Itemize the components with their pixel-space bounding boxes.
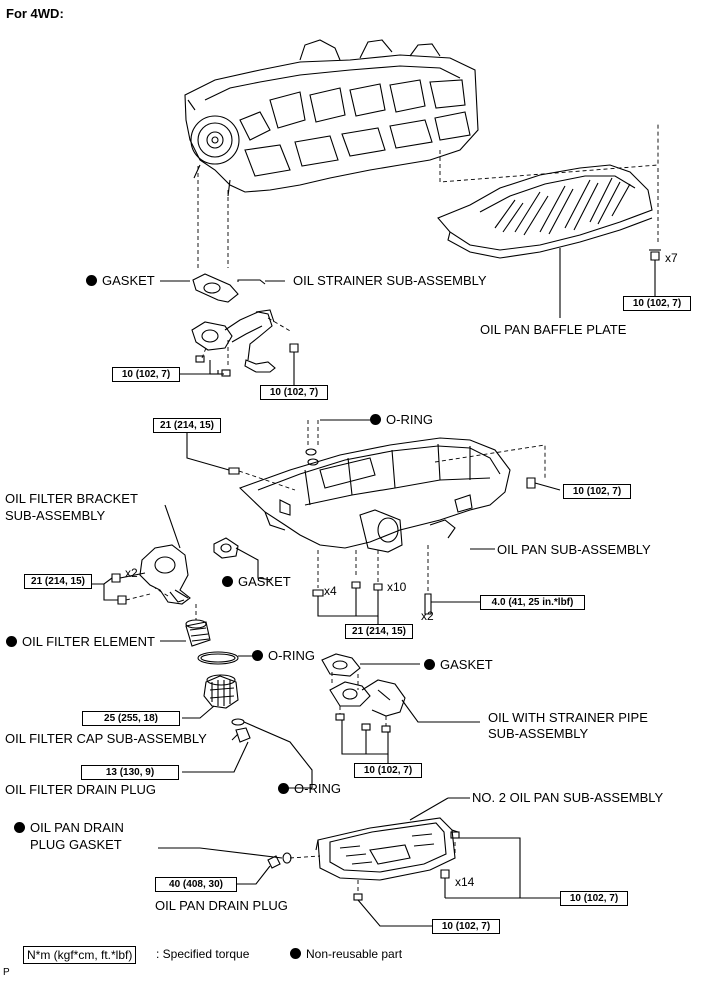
qty-x14: x14 [455, 875, 475, 889]
oil-pan-illustration [238, 437, 511, 553]
oil-filter-element-illustration [185, 619, 211, 647]
label-no2-oil-pan: NO. 2 OIL PAN SUB-ASSEMBLY [472, 790, 664, 805]
qty-x4: x4 [324, 584, 337, 598]
label-drain-plug: OIL PAN DRAIN PLUG [155, 898, 288, 913]
label-drain-gasket-1: OIL PAN DRAIN [14, 820, 124, 835]
engine-block-illustration [184, 39, 479, 197]
label-strainer-pipe-2: SUB-ASSEMBLY [488, 726, 589, 741]
non-reusable-dot-icon [370, 414, 381, 425]
non-reusable-dot-icon [86, 275, 97, 286]
label-gasket-mid-text: GASKET [238, 574, 291, 589]
torque-pan-right: 10 (102, 7) [563, 484, 631, 499]
torque-pipe: 10 (102, 7) [354, 763, 422, 778]
oil-filter-bracket-illustration [139, 544, 191, 605]
label-gasket-right: GASKET [424, 657, 493, 672]
qty-x2-stud: x2 [421, 609, 434, 623]
legend-nonreusable: Non-reusable part [290, 947, 402, 962]
torque-strainer-right: 10 (102, 7) [260, 385, 328, 400]
strainer-pipe-gasket-illustration [321, 653, 361, 677]
page-title: For 4WD: [6, 6, 64, 21]
label-o-ring-low: O-RING [278, 781, 341, 796]
torque-no2-bottom: 10 (102, 7) [432, 919, 500, 934]
torque-filter-drain: 13 (130, 9) [81, 765, 179, 780]
label-gasket-right-text: GASKET [440, 657, 493, 672]
torque-pan-topleft: 21 (214, 15) [153, 418, 221, 433]
torque-stud: 4.0 (41, 25 in.*lbf) [480, 595, 585, 610]
legend-torque-text: : Specified torque [156, 947, 250, 961]
torque-bracket: 21 (214, 15) [24, 574, 92, 589]
label-gasket-top-text: GASKET [102, 273, 155, 288]
label-o-ring-low-text: O-RING [294, 781, 341, 796]
strainer-pipe-illustration [329, 679, 406, 717]
non-reusable-dot-icon [278, 783, 289, 794]
label-filter-element: OIL FILTER ELEMENT [6, 634, 155, 649]
label-filter-element-text: OIL FILTER ELEMENT [22, 634, 155, 649]
label-drain-gasket-2: PLUG GASKET [30, 837, 122, 852]
label-gasket-mid: GASKET [222, 574, 291, 589]
torque-pan-bottom: 21 (214, 15) [345, 624, 413, 639]
label-filter-bracket-1: OIL FILTER BRACKET [5, 491, 138, 506]
label-oil-pan-sub: OIL PAN SUB-ASSEMBLY [497, 542, 651, 557]
label-filter-cap: OIL FILTER CAP SUB-ASSEMBLY [5, 731, 207, 746]
label-gasket-top: GASKET [86, 273, 155, 288]
label-o-ring-top-text: O-RING [386, 412, 433, 427]
label-o-ring-top: O-RING [370, 412, 433, 427]
label-o-ring-mid: O-RING [252, 648, 315, 663]
non-reusable-dot-icon [222, 576, 233, 587]
oil-filter-cap-illustration [203, 674, 239, 709]
torque-baffle: 10 (102, 7) [623, 296, 691, 311]
label-oil-strainer: OIL STRAINER SUB-ASSEMBLY [293, 273, 487, 288]
baffle-bolt-illustration [649, 249, 661, 268]
label-filter-bracket-2: SUB-ASSEMBLY [5, 508, 106, 523]
no2-oil-pan-illustration [315, 817, 459, 881]
qty-x10: x10 [387, 580, 407, 594]
legend-nonreusable-text: Non-reusable part [306, 947, 403, 961]
non-reusable-dot-icon [252, 650, 263, 661]
strainer-gasket-illustration [192, 273, 239, 303]
oil-strainer-illustration [191, 309, 276, 373]
non-reusable-dot-icon [424, 659, 435, 670]
label-drain-gasket-1-text: OIL PAN DRAIN [30, 820, 124, 835]
torque-drain: 40 (408, 30) [155, 877, 237, 892]
label-o-ring-mid-text: O-RING [268, 648, 315, 663]
torque-no2-right: 10 (102, 7) [560, 891, 628, 906]
legend-torque-box: N*m (kgf*cm, ft.*lbf) [23, 946, 137, 964]
qty-bracket: x2 [125, 566, 138, 580]
corner-code: P [3, 967, 10, 978]
torque-strainer-left: 10 (102, 7) [112, 367, 180, 382]
qty-baffle: x7 [665, 251, 678, 265]
torque-cap: 25 (255, 18) [82, 711, 180, 726]
non-reusable-dot-icon [14, 822, 25, 833]
non-reusable-dot-icon [290, 948, 301, 959]
baffle-plate-illustration [437, 164, 653, 259]
label-baffle-plate: OIL PAN BAFFLE PLATE [480, 322, 627, 337]
label-filter-drain-plug: OIL FILTER DRAIN PLUG [5, 782, 156, 797]
non-reusable-dot-icon [6, 636, 17, 647]
bracket-gasket-illustration [213, 537, 239, 559]
label-strainer-pipe-1: OIL WITH STRAINER PIPE [488, 710, 648, 725]
